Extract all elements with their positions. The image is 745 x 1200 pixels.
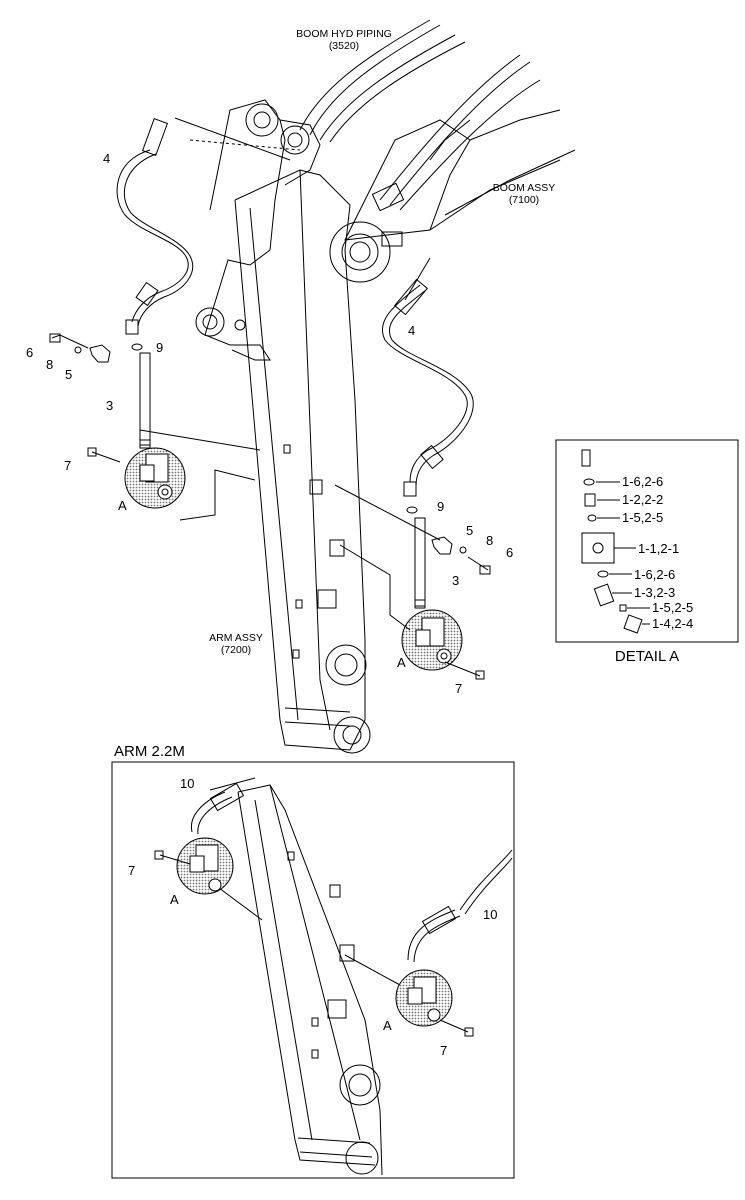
inset-valves bbox=[154, 837, 474, 1037]
part-4-left: 4 bbox=[103, 151, 110, 166]
part-9-left: 9 bbox=[156, 340, 163, 355]
valve-left bbox=[124, 447, 186, 509]
part-number-labels: 4 4 9 9 6 6 8 8 5 5 3 3 7 7 A A bbox=[26, 151, 513, 696]
inset-part-7-left: 7 bbox=[128, 863, 135, 878]
boom-hyd-pipes bbox=[299, 19, 541, 211]
inset-detail-ref-a-left: A bbox=[170, 892, 179, 907]
boom-foot-bracket bbox=[195, 99, 321, 361]
arm-assy-ref: (7200) bbox=[221, 644, 251, 656]
hose-right bbox=[382, 278, 474, 497]
inset-part-10-left: 10 bbox=[180, 776, 194, 791]
part-5-left: 5 bbox=[65, 367, 72, 382]
detail-label-5: 1-6,2-6 bbox=[634, 567, 675, 582]
hose-left bbox=[116, 117, 194, 335]
inset-title: ARM 2.2M bbox=[114, 743, 185, 760]
detail-label-1: 1-6,2-6 bbox=[622, 474, 663, 489]
inset-frame bbox=[111, 761, 515, 1179]
boom-assy-ref: (7100) bbox=[509, 194, 539, 206]
inset-part-7-right: 7 bbox=[440, 1043, 447, 1058]
valve-right bbox=[401, 609, 463, 671]
part-9-right: 9 bbox=[437, 499, 444, 514]
part-3-right: 3 bbox=[452, 573, 459, 588]
callout-texts: BOOM HYD PIPING (3520) BOOM ASSY (7100) … bbox=[209, 28, 555, 656]
arm-assy-label: ARM ASSY bbox=[209, 632, 263, 644]
hardware-left bbox=[49, 333, 121, 463]
boom-body bbox=[329, 109, 576, 283]
detail-ref-a-right: A bbox=[397, 655, 406, 670]
boom-assy-label: BOOM ASSY bbox=[493, 182, 555, 194]
detail-label-6: 1-3,2-3 bbox=[634, 585, 675, 600]
detail-a-parts bbox=[581, 449, 650, 634]
detail-label-2: 1-2,2-2 bbox=[622, 492, 663, 507]
part-7-left: 7 bbox=[64, 458, 71, 473]
inset-hoses bbox=[190, 777, 513, 963]
detail-label-3: 1-5,2-5 bbox=[622, 510, 663, 525]
inset-labels: ARM 2.2M 10 10 7 7 A A bbox=[114, 743, 497, 1058]
part-5-right: 5 bbox=[466, 523, 473, 538]
inset-part-10-right: 10 bbox=[483, 907, 497, 922]
detail-ref-a-left: A bbox=[118, 498, 127, 513]
part-3-left: 3 bbox=[106, 398, 113, 413]
detail-a-title: DETAIL A bbox=[615, 648, 679, 665]
detail-a-labels: 1-6,2-6 1-2,2-2 1-5,2-5 1-1,2-1 1-6,2-6 … bbox=[615, 474, 693, 665]
inset-detail-ref-a-right: A bbox=[383, 1018, 392, 1033]
tube-left bbox=[131, 343, 151, 449]
detail-label-7: 1-5,2-5 bbox=[652, 600, 693, 615]
detail-label-8: 1-4,2-4 bbox=[652, 616, 693, 631]
detail-a-frame bbox=[555, 439, 739, 643]
part-8-left: 8 bbox=[46, 357, 53, 372]
part-4-right: 4 bbox=[408, 323, 415, 338]
arm-body bbox=[234, 169, 371, 754]
part-8-right: 8 bbox=[486, 533, 493, 548]
boom-hyd-piping-ref: (3520) bbox=[329, 40, 359, 52]
boom-hyd-piping-label: BOOM HYD PIPING bbox=[296, 28, 392, 40]
part-7-right: 7 bbox=[455, 681, 462, 696]
hardware-right bbox=[334, 484, 491, 680]
part-6-right: 6 bbox=[506, 545, 513, 560]
inset-arm-body bbox=[214, 784, 401, 1176]
detail-label-4: 1-1,2-1 bbox=[638, 541, 679, 556]
tube-right bbox=[406, 506, 426, 609]
part-6-left: 6 bbox=[26, 345, 33, 360]
